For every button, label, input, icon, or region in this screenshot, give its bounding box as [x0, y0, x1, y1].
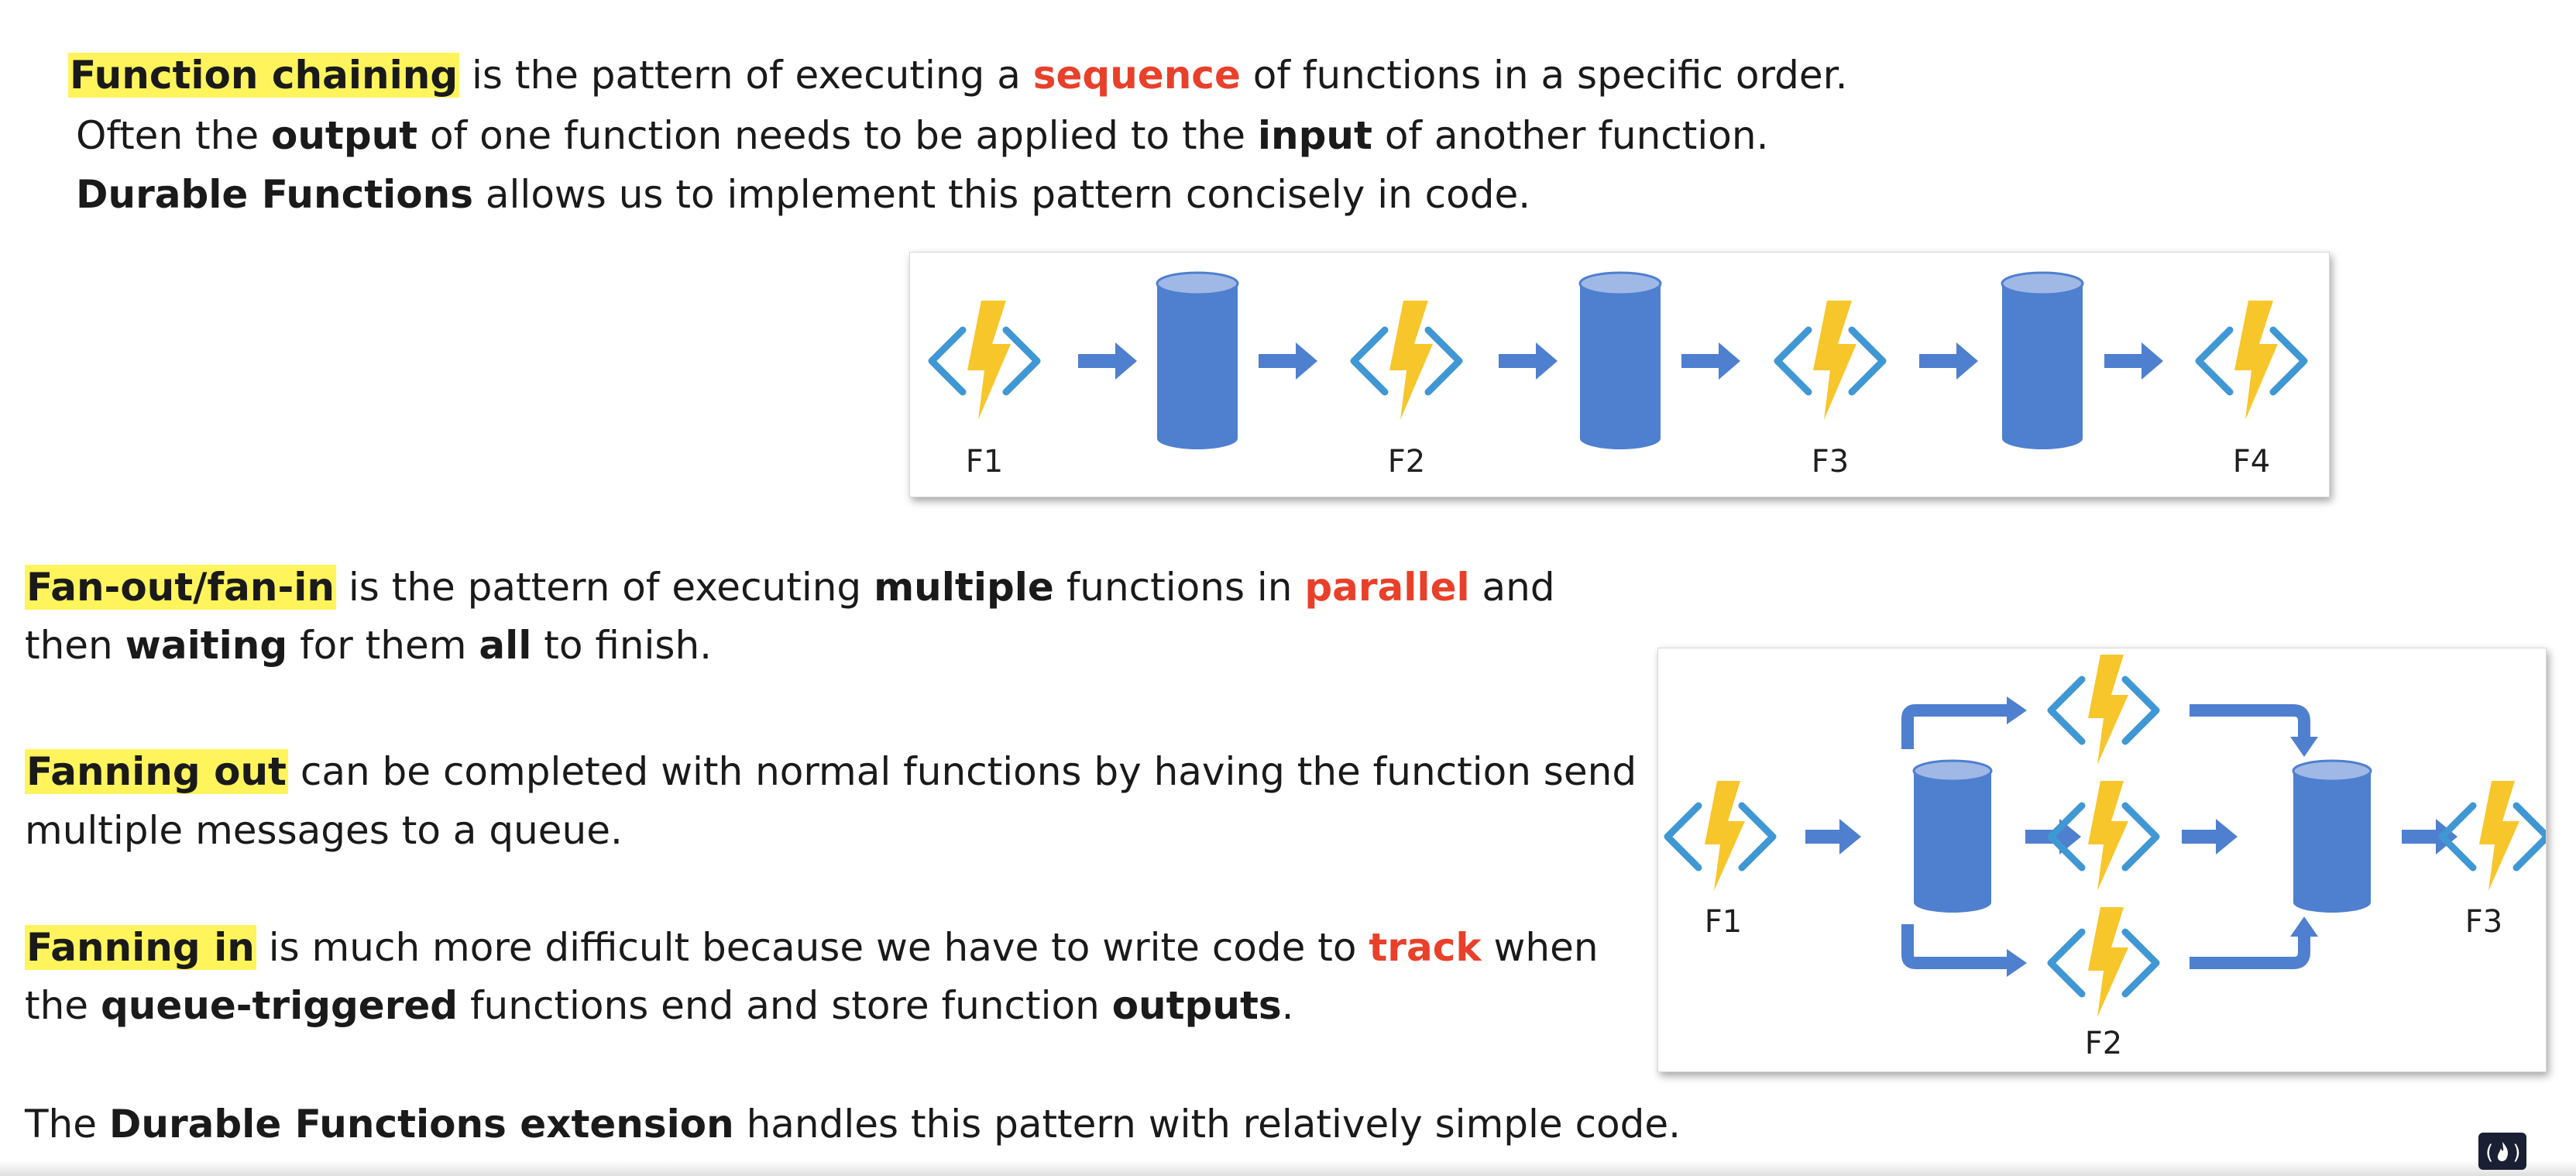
label-f1: F1: [1705, 904, 1742, 940]
fan-line-6: the queue-triggered functions end and st…: [25, 981, 1294, 1030]
arrow-head-icon: [2290, 737, 2318, 757]
svg-text:): ): [2511, 1141, 2523, 1164]
fan-svg: F1 F2 F3: [1658, 648, 2546, 1061]
text-span: can be completed with normal functions b…: [287, 749, 1637, 794]
text-span: multiple messages to a queue.: [25, 808, 623, 853]
fan-line-3: Fanning out can be completed with normal…: [25, 747, 1637, 796]
text-span: of one function needs to be applied to t…: [417, 113, 1258, 158]
fan-line-7: The Durable Functions extension handles …: [25, 1099, 1681, 1149]
text-span: when: [1481, 925, 1599, 970]
queue-icon: [1578, 271, 1662, 451]
arrow-right-icon: [1805, 819, 1861, 854]
azure-function-icon: [1354, 301, 1459, 420]
arrow-head-icon: [2290, 916, 2318, 937]
text-span: The: [25, 1102, 109, 1147]
label-f4: F4: [2233, 444, 2270, 480]
flame-icon: ( ): [2483, 1141, 2523, 1164]
arrow-right-icon: [1681, 342, 1740, 380]
svg-text:(: (: [2483, 1141, 2495, 1164]
keyword-parallel: parallel: [1304, 565, 1470, 610]
bottom-edge-shade: [0, 1161, 2576, 1176]
fan-line-5: Fanning in is much more difficult becaus…: [25, 923, 1599, 972]
text-span: for them: [287, 623, 479, 668]
azure-function-icon: [1777, 301, 1883, 420]
bold-all: all: [479, 623, 532, 668]
fan-line-2: then waiting for them all to finish.: [25, 621, 712, 670]
text-span: Often the: [76, 113, 271, 158]
bold-outputs: outputs: [1111, 983, 1282, 1028]
text-span: of functions in a specific order.: [1240, 53, 1848, 98]
text-span: then: [25, 623, 125, 668]
bold-durable-functions-extension: Durable Functions extension: [108, 1102, 734, 1147]
fan-out-lower-connector: [1901, 924, 2011, 969]
label-f2: F2: [1388, 444, 1425, 480]
azure-function-icon: [2199, 301, 2304, 420]
label-f3: F3: [1812, 444, 1849, 480]
text-span: is the pattern of executing: [336, 565, 874, 610]
azure-function-icon: [2051, 907, 2156, 1017]
azure-function-icon: [932, 301, 1037, 420]
term-fanning-in: Fanning in: [25, 925, 256, 970]
text-span: is much more difficult because we have t…: [256, 925, 1369, 970]
freecodecamp-logo: ( ): [2478, 1133, 2526, 1170]
text-span: to finish.: [531, 623, 713, 668]
bold-durable-functions: Durable Functions: [76, 172, 473, 217]
arrow-right-icon: [2182, 819, 2238, 854]
fan-out-fan-in-diagram: F1 F2 F3: [1657, 648, 2547, 1072]
fan-line-1: Fan-out/fan-in is the pattern of executi…: [25, 562, 1555, 612]
fan-in-lower-connector: [2190, 934, 2310, 969]
bold-queue-triggered: queue-triggered: [100, 983, 459, 1028]
text-span: functions end and store function: [458, 983, 1112, 1028]
term-function-chaining: Function chaining: [68, 53, 460, 98]
chain-svg: F1 F2 F3 F4: [910, 271, 2329, 480]
bold-output: output: [270, 113, 418, 158]
bold-waiting: waiting: [125, 623, 288, 668]
text-span: handles this pattern with relatively sim…: [733, 1102, 1681, 1147]
text-span: .: [1281, 983, 1294, 1028]
chaining-line-2: Often the output of one function needs t…: [76, 111, 1768, 160]
arrow-head-icon: [2007, 696, 2027, 724]
azure-function-icon: [1668, 781, 1773, 891]
chaining-line-3: Durable Functions allows us to implement…: [76, 170, 1530, 219]
label-f2: F2: [2085, 1026, 2122, 1061]
text-span: the: [25, 983, 101, 1028]
arrow-right-icon: [1078, 342, 1137, 380]
fan-line-4: multiple messages to a queue.: [25, 806, 623, 855]
arrow-right-icon: [1919, 342, 1978, 380]
bold-multiple: multiple: [874, 565, 1054, 610]
azure-function-icon: [2442, 781, 2546, 891]
function-chaining-diagram: F1 F2 F3 F4: [909, 252, 2330, 497]
term-fan-out-fan-in: Fan-out/fan-in: [25, 565, 336, 610]
label-f3: F3: [2465, 904, 2502, 940]
label-f1: F1: [966, 444, 1003, 480]
bold-input: input: [1257, 113, 1372, 158]
text-span: and: [1469, 565, 1555, 610]
text-span: is the pattern of executing a: [459, 53, 1033, 98]
arrow-right-icon: [1499, 342, 1558, 380]
queue-icon: [2292, 759, 2372, 914]
arrow-right-icon: [2402, 819, 2458, 854]
text-span: functions in: [1053, 565, 1305, 610]
fan-out-upper-connector: [1901, 704, 2011, 749]
queue-icon: [1156, 271, 1239, 451]
queue-icon: [1912, 759, 1993, 914]
queue-icon: [2001, 271, 2084, 451]
text-span: of another function.: [1372, 113, 1769, 158]
arrow-right-icon: [1259, 342, 1317, 380]
keyword-track: track: [1369, 925, 1482, 970]
term-fanning-out: Fanning out: [25, 749, 288, 794]
keyword-sequence: sequence: [1032, 53, 1241, 98]
chaining-line-1: Function chaining is the pattern of exec…: [68, 50, 1847, 100]
azure-function-icon: [2051, 655, 2156, 765]
arrow-right-icon: [2104, 342, 2163, 380]
fan-in-upper-connector: [2190, 704, 2310, 740]
text-span: allows us to implement this pattern conc…: [473, 172, 1531, 217]
arrow-head-icon: [2007, 949, 2027, 977]
